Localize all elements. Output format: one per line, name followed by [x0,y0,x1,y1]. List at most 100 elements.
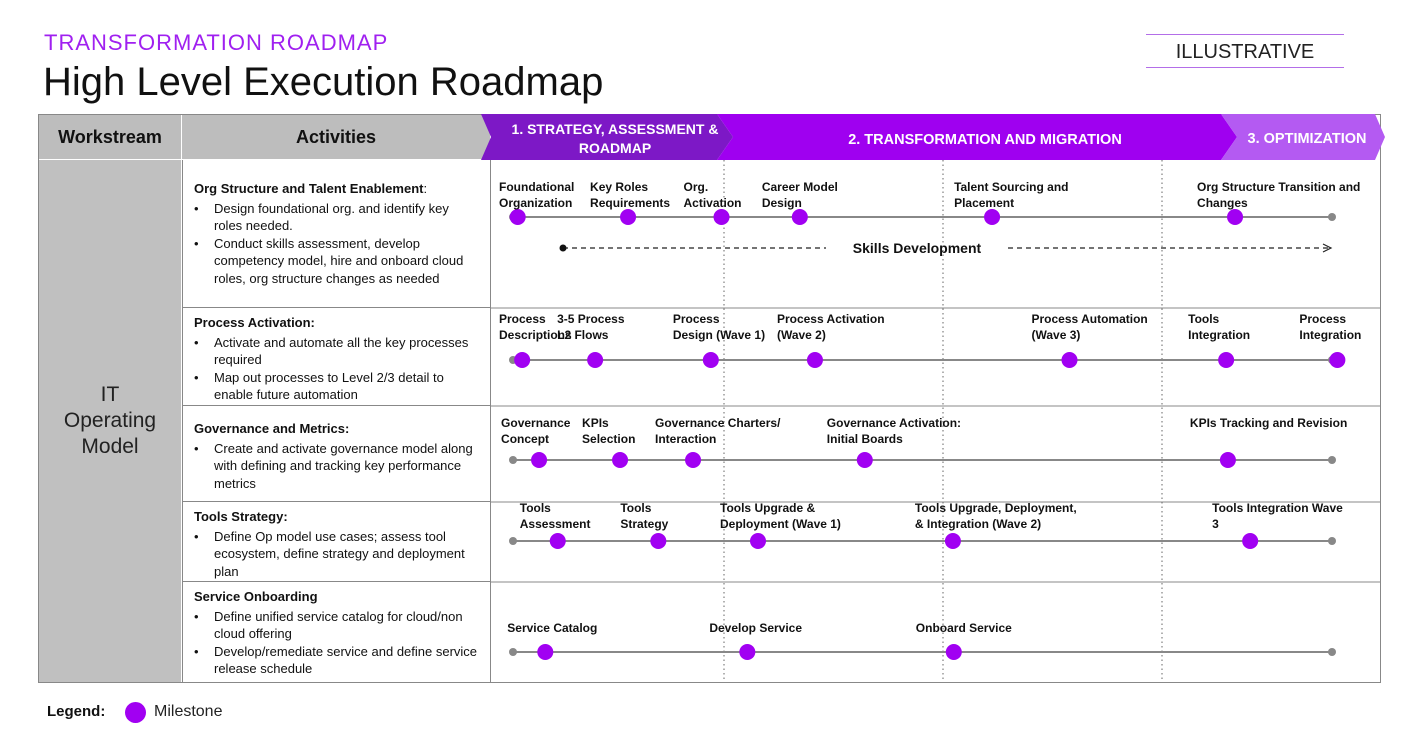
milestone-label: Develop Service [709,621,802,635]
legend-milestone-text: Milestone [154,703,223,720]
milestone-marker [1242,533,1259,549]
phase-1-label-line2: ROADMAP [579,140,651,156]
phase-1-arrow [481,114,733,160]
activity-bullets: Create and activate governance model alo… [194,440,480,493]
lane-track-end [1328,456,1336,464]
milestone-label: Org.Activation [684,180,742,210]
workstream-cell: IT Operating Model [39,160,181,682]
activity-bullets: Define Op model use cases; assess tool e… [194,528,480,581]
activity-title: Org Structure and Talent Enablement [194,181,424,196]
milestone-marker [1218,352,1235,368]
milestone-marker [650,533,667,549]
activity-bullet: Activate and automate all the key proces… [194,334,480,369]
kicker-title: TRANSFORMATION ROADMAP [44,30,389,55]
phase-2-arrow [717,114,1237,160]
milestone-marker [806,352,823,368]
lane-track-start [509,456,517,464]
milestone-marker [514,352,531,368]
milestone-marker [750,533,766,549]
milestone-marker [739,644,756,660]
milestone-marker [549,533,566,549]
activity-bullet: Define Op model use cases; assess tool e… [194,528,480,581]
phase-header-banner: 1. STRATEGY, ASSESSMENT & ROADMAP 2. TRA… [481,114,1385,160]
milestone-marker [587,352,604,368]
milestone-marker [945,644,962,660]
milestone-label: Tools Upgrade, Deployment,& Integration … [915,501,1077,531]
milestone-marker [531,452,548,468]
milestone-marker [620,209,637,225]
activity-tools-strategy: Tools Strategy: Define Op model use case… [182,502,490,582]
milestone-marker [856,452,873,468]
activity-title: Governance and Metrics: [194,421,350,436]
lane-track-end [1328,213,1336,221]
milestone-label: Process Automation(Wave 3) [1032,312,1148,342]
milestone-label: Tools Upgrade &Deployment (Wave 1) [720,501,841,531]
activity-org-structure: Org Structure and Talent Enablement: Des… [182,160,490,308]
legend-milestone-marker [125,702,146,723]
lane-track-start [509,537,517,545]
milestone-marker [1329,352,1346,368]
phase-2-label: 2. TRANSFORMATION AND MIGRATION [848,132,1122,148]
activity-title: Service Onboarding [194,589,318,604]
activity-bullet: Create and activate governance model alo… [194,440,480,493]
milestone-label: Process Activation(Wave 2) [777,312,885,342]
milestone-marker [791,209,808,225]
milestone-marker [612,452,629,468]
lane-track-start [509,648,517,656]
activity-bullets: Define unified service catalog for cloud… [194,608,480,678]
skills-arrow-start [559,244,567,252]
milestone-label: Governance Activation:Initial Boards [827,416,961,446]
milestone-marker [944,533,961,549]
activity-bullet: Map out processes to Level 2/3 detail to… [194,369,480,404]
skills-arrow-head [1322,243,1333,253]
skills-development-label: Skills Development [853,240,982,256]
milestone-label: KPIs Tracking and Revision [1190,416,1347,430]
activities-header: Activities [182,115,490,159]
activity-bullets: Design foundational org. and identify ke… [194,200,480,288]
activity-bullet: Define unified service catalog for cloud… [194,608,480,643]
milestone-marker [1227,209,1244,225]
activity-process-activation: Process Activation: Activate and automat… [182,308,490,406]
milestone-marker [702,352,719,368]
lane-track-end [1328,648,1336,656]
activity-bullet: Develop/remediate service and define ser… [194,643,480,678]
activity-bullet: Conduct skills assessment, develop compe… [194,235,480,288]
milestone-marker [984,209,1001,225]
legend-label: Legend: [47,703,106,720]
activity-service-onboarding: Service Onboarding Define unified servic… [182,582,490,682]
activity-bullets: Activate and automate all the key proces… [194,334,480,404]
milestone-marker [509,209,526,225]
phase-1-label: 1. STRATEGY, ASSESSMENT & [512,121,719,137]
milestone-label: Governance Charters/Interaction [655,416,781,446]
activity-title: Tools Strategy: [194,509,288,524]
illustrative-tag: ILLUSTRATIVE [1146,34,1344,68]
milestone-marker [1061,352,1078,368]
milestone-marker [1219,452,1236,468]
milestone-marker [685,452,702,468]
milestone-label: Service Catalog [507,621,597,635]
page-title: High Level Execution Roadmap [43,60,604,104]
workstream-header: Workstream [39,115,181,159]
milestone-marker [713,209,730,225]
workstream-name: IT Operating Model [63,383,157,458]
activity-title: Process Activation: [194,315,315,330]
activity-bullet: Design foundational org. and identify ke… [194,200,480,235]
milestone-label: Onboard Service [916,621,1012,635]
activity-title-suffix: : [423,181,428,196]
